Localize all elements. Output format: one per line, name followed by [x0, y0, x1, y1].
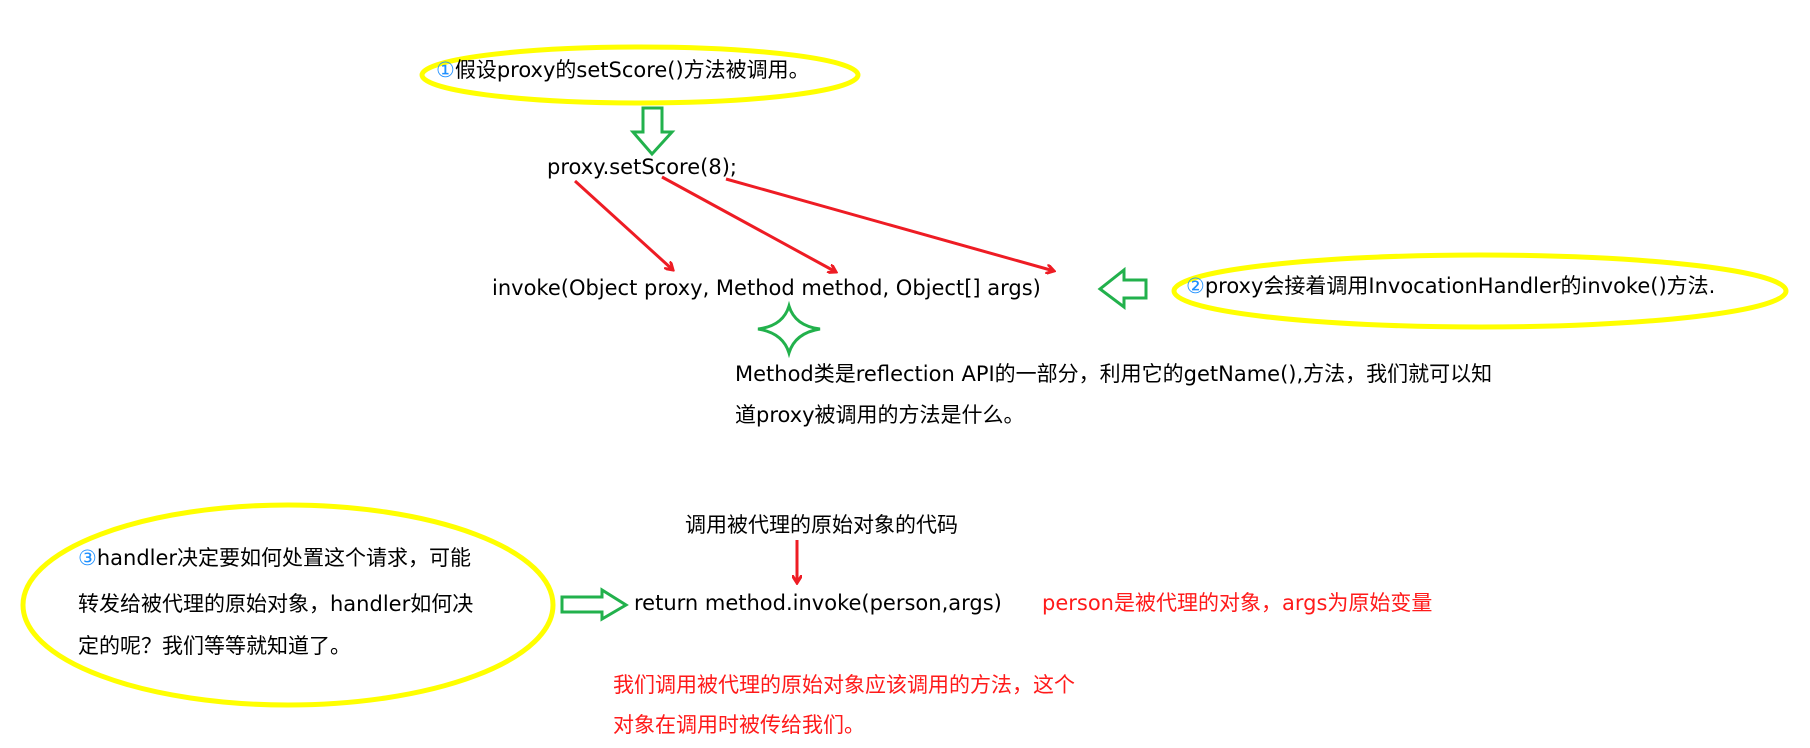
person-note: person是被代理的对象，args为原始变量	[1042, 591, 1433, 615]
proxy-call: proxy.setScore(8);	[547, 155, 737, 179]
step1-text: 假设proxy的setScore()方法被调用。	[454, 58, 810, 82]
invoke-signature: invoke(Object proxy, Method method, Obje…	[492, 276, 1041, 300]
method-note-line-1: Method类是reflection API的一部分，利用它的getName()…	[735, 362, 1493, 386]
step1-ellipse	[419, 44, 861, 106]
red-note-line-1: 我们调用被代理的原始对象应该调用的方法，这个	[613, 673, 1075, 697]
step3-number: ③	[78, 546, 97, 570]
step2-number: ②	[1186, 274, 1205, 298]
step1-label: ①假设proxy的setScore()方法被调用。	[436, 60, 810, 81]
step2-label: ②proxy会接着调用InvocationHandler的invoke()方法.	[1186, 276, 1715, 297]
green-star-icon	[757, 300, 821, 359]
step3-line-2: 转发给被代理的原始对象，handler如何决	[78, 592, 474, 616]
return-statement: return method.invoke(person,args)	[634, 591, 1002, 615]
step2-text: proxy会接着调用InvocationHandler的invoke()方法.	[1204, 274, 1716, 298]
step1-number: ①	[436, 58, 455, 82]
green-left-arrow-icon	[1097, 266, 1148, 310]
red-note-line-2: 对象在调用时被传给我们。	[613, 713, 865, 737]
green-down-arrow-icon	[629, 106, 676, 157]
step3-line-3: 定的呢？我们等等就知道了。	[78, 634, 351, 658]
green-right-arrow-icon	[560, 587, 629, 622]
step3-line-1: ③handler决定要如何处置这个请求，可能	[78, 548, 471, 569]
step3-text-1: handler决定要如何处置这个请求，可能	[96, 546, 472, 570]
step3-ellipse	[20, 502, 556, 708]
red-arrow-to-args	[725, 177, 1054, 271]
red-arrow-to-proxy	[573, 179, 673, 270]
red-arrow-to-method	[661, 175, 836, 272]
code-label: 调用被代理的原始对象的代码	[685, 513, 958, 537]
step2-ellipse	[1171, 252, 1789, 330]
method-note-line-2: 道proxy被调用的方法是什么。	[735, 403, 1025, 427]
